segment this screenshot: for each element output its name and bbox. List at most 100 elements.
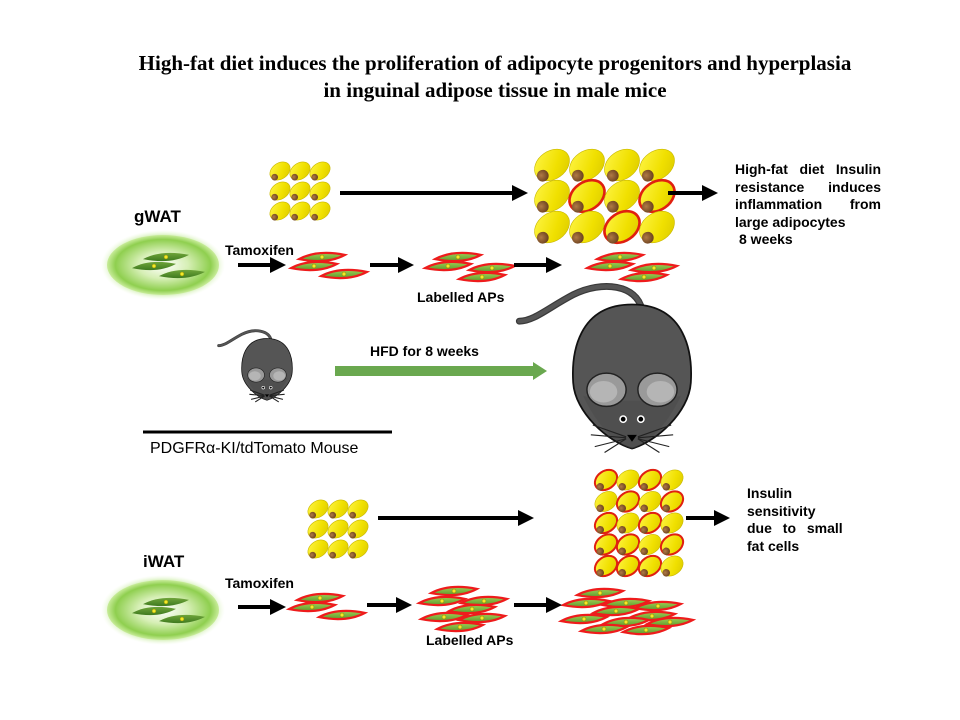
iwat-hyperplastic-adipocyte-grid [593, 468, 685, 578]
iwat-outcome-line-1: Insulin [747, 485, 793, 501]
nose [264, 394, 270, 398]
gwat-expanded-adipocyte [604, 148, 640, 182]
gwat-stage3-labelled-progenitor [617, 271, 671, 283]
gwat-outcome-text: High-fat diet Insulin resistance induces… [735, 161, 881, 249]
nucleus-icon [651, 265, 657, 271]
iwat-expanded-adipocyte [660, 469, 684, 491]
iwat-initial-adipocyte [307, 499, 329, 519]
nucleus-icon [311, 193, 319, 201]
gwat-outcome-description: High-fat diet Insulin resistance induces… [735, 161, 881, 230]
iwat-expanded-adipocyte [659, 533, 685, 556]
iwat-outcome-line-4: fat cells [747, 537, 800, 554]
nucleus-icon [667, 619, 673, 625]
nucleus-icon [606, 200, 619, 213]
whisker [594, 438, 627, 448]
nucleus-icon [662, 483, 670, 491]
obese-mouse-icon [515, 283, 692, 453]
arrows [238, 185, 730, 615]
iwat-expanded-adipocyte [615, 554, 641, 578]
nucleus-icon [271, 193, 279, 201]
nucleus-icon [309, 551, 317, 559]
gwat-expanded-adipocyte [604, 179, 640, 213]
gwat-outcome-duration: 8 weeks [739, 231, 793, 247]
iwat-expanded-adipocyte [594, 491, 618, 513]
gwat-stage2-labelled-progenitor [465, 262, 519, 274]
iwat-initial-adipocyte [307, 539, 329, 559]
nucleus-icon [536, 231, 549, 244]
gwat-initial-adipocyte-grid [269, 161, 331, 221]
iwat-expanded-adipocyte [616, 512, 640, 534]
whisker [269, 395, 284, 400]
depot-progenitor-cell [143, 252, 189, 262]
depot-progenitor-cell [143, 597, 189, 607]
gwat-initial-adipocyte [309, 201, 331, 221]
nucleus-icon [271, 213, 279, 221]
nucleus-icon [618, 547, 626, 556]
nucleus-icon [349, 531, 357, 539]
gwat-depot-icon [101, 230, 225, 300]
gwat-initial-adipocyte [289, 161, 311, 181]
iwat-expanded-adipocyte [616, 469, 640, 491]
gwat-expanded-adipocyte [569, 148, 605, 182]
nucleus-icon [641, 274, 647, 280]
gwat-label: gWAT [134, 207, 181, 226]
nucleus-icon [641, 231, 654, 244]
gwat-stage3-labelled-progenitor [627, 262, 681, 274]
iwat-outcome-line-3: due to small [747, 520, 843, 536]
gwat-stage1-labelled-progenitor [317, 268, 371, 280]
nucleus-icon [445, 263, 451, 269]
nucleus-icon [339, 612, 345, 618]
iwat-stage1-labelled-progenitor [285, 601, 339, 613]
iwat-tamoxifen-label: Tamoxifen [225, 575, 294, 591]
nucleus-icon [309, 511, 317, 519]
nucleus-icon [341, 271, 347, 277]
depot-progenitor-cell [132, 261, 176, 271]
iwat-expanded-adipocyte [637, 468, 663, 492]
nucleus-icon [311, 173, 319, 181]
nucleus-icon [457, 624, 463, 630]
gwat-initial-adipocyte [289, 201, 311, 221]
gwat-initial-adipocyte [309, 161, 331, 181]
nucleus-icon [583, 600, 589, 606]
iwat-expanded-adipocyte [637, 511, 663, 535]
whisker [269, 395, 280, 403]
title-line-1: High-fat diet induces the proliferation … [138, 51, 852, 75]
iwat-expanded-adipocyte [615, 533, 641, 556]
nucleus-icon [623, 600, 629, 606]
whisker [592, 424, 627, 438]
nucleus-icon [613, 608, 619, 614]
nucleus-icon [479, 274, 485, 280]
nucleus-icon [649, 613, 655, 619]
iwat-stage2-labelled-progenitor [455, 612, 509, 624]
gwat-expanded-adipocyte [534, 179, 570, 213]
iwat-stage3-labelled-progenitor [577, 623, 631, 635]
nucleus-icon [641, 200, 654, 213]
nucleus-icon [329, 551, 337, 559]
iwat-label: iWAT [143, 552, 185, 571]
nucleus-icon [607, 263, 613, 269]
iwat-expanded-adipocyte [593, 511, 619, 535]
iwat-initial-adipocyte-grid [307, 499, 369, 559]
nucleus-icon [596, 547, 604, 556]
iwat-expanded-adipocyte [659, 490, 685, 513]
nucleus-icon [349, 511, 357, 519]
nucleus-icon [662, 547, 670, 556]
nucleus-icon [596, 504, 604, 513]
iwat-stage3-ap-cluster [557, 587, 697, 636]
lean-mouse-icon [217, 329, 293, 403]
gwat-hypertrophic-adipocyte-grid [534, 148, 676, 245]
nucleus-icon [179, 271, 185, 277]
nucleus-icon [643, 627, 649, 633]
whisker [637, 438, 660, 453]
iwat-stage3-labelled-progenitor [631, 600, 685, 612]
nucleus-icon [479, 615, 485, 621]
whisker [637, 438, 670, 448]
nucleus-icon [640, 547, 648, 556]
gwat-initial-adipocyte [269, 181, 291, 201]
iwat-depot-icon [101, 575, 225, 645]
gwat-tamoxifen-label: Tamoxifen [225, 242, 294, 258]
nucleus-icon [451, 588, 457, 594]
nucleus-icon [618, 569, 626, 577]
depot-progenitor-cell [159, 269, 205, 279]
nucleus-icon [640, 526, 648, 534]
